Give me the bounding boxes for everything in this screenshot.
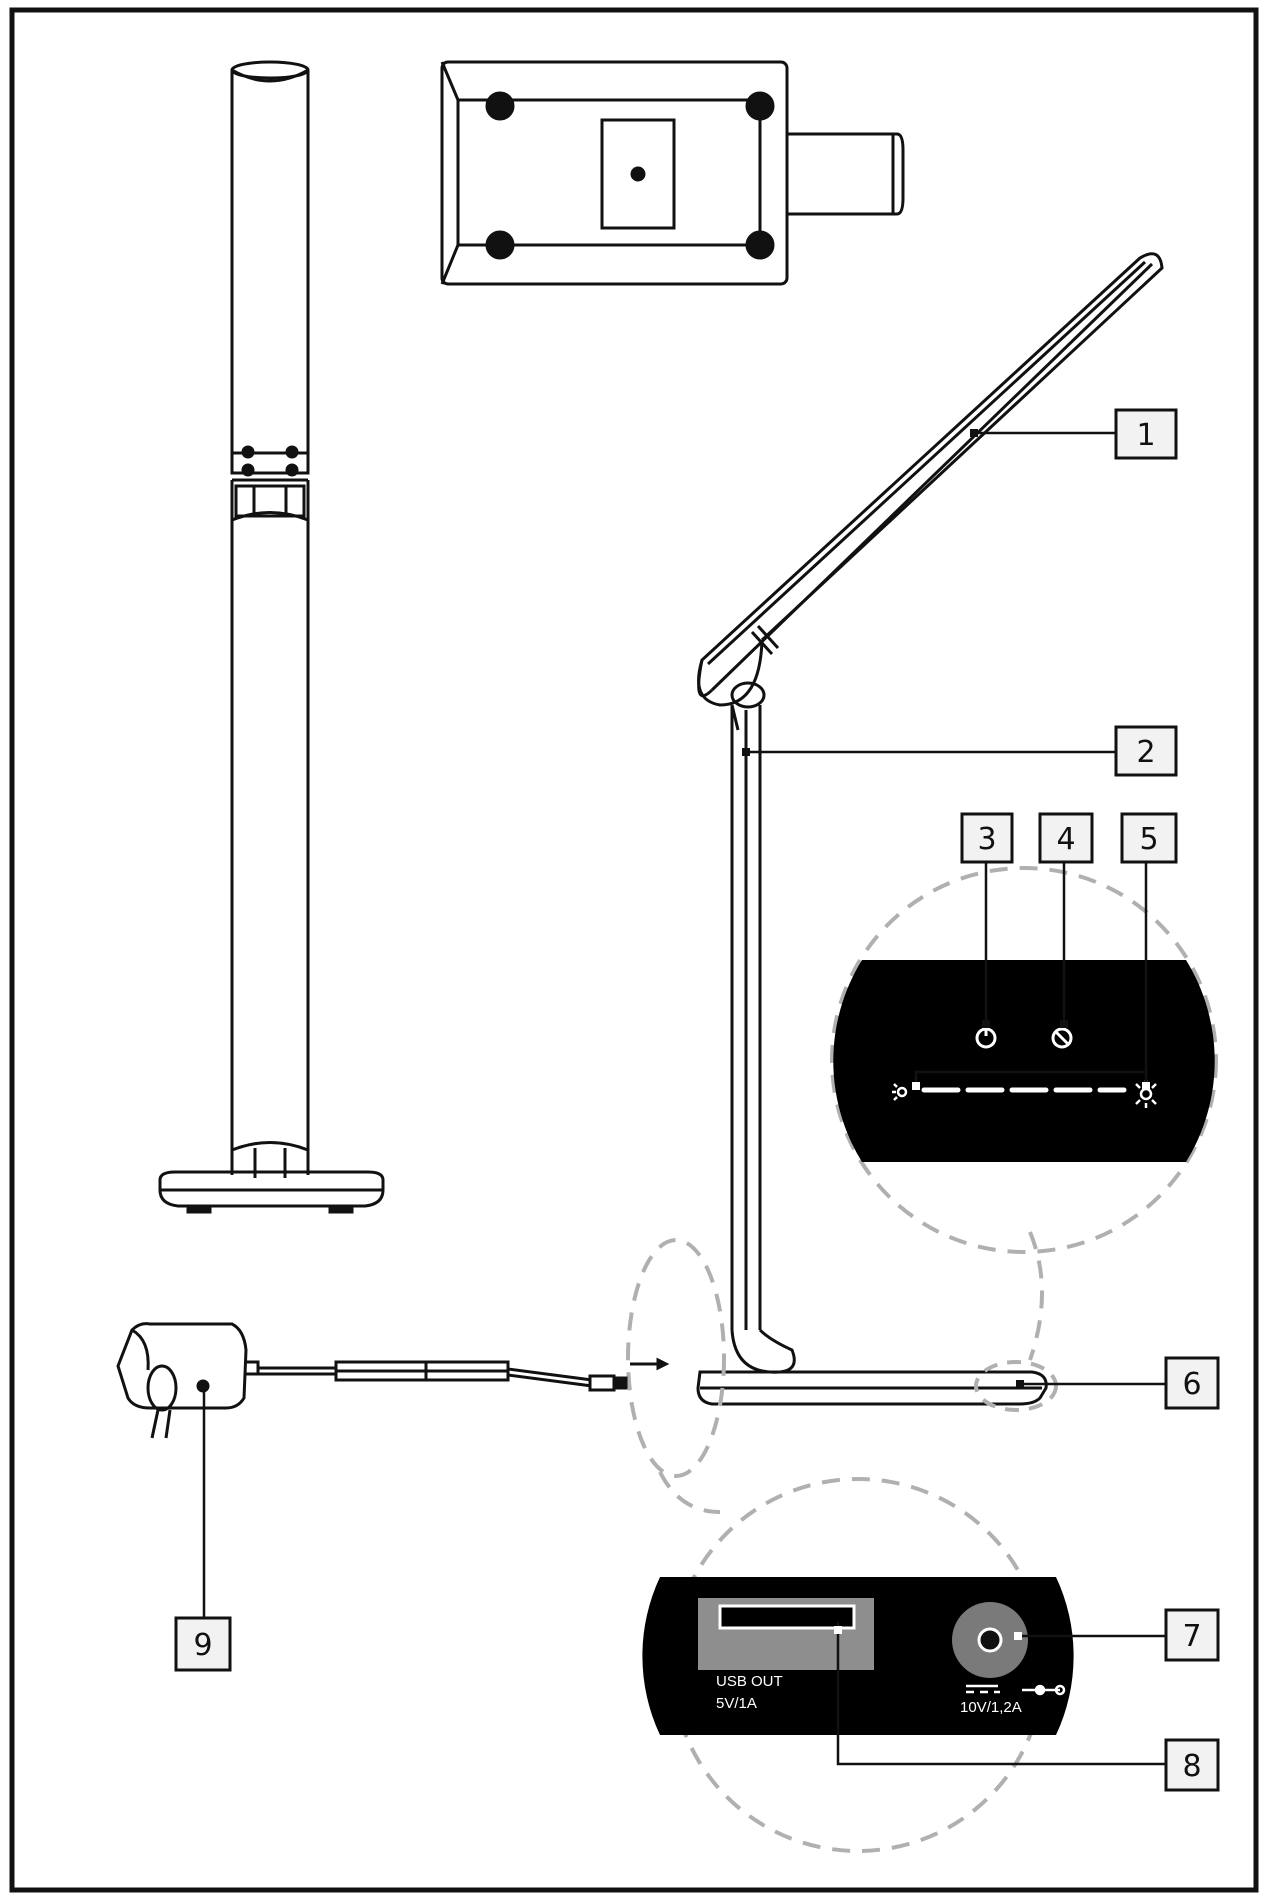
callout-3: 3 xyxy=(960,812,1014,864)
callout-4: 4 xyxy=(1038,812,1094,864)
svg-text:6: 6 xyxy=(1182,1367,1201,1402)
dc-polarity-icon xyxy=(966,1684,1066,1696)
zoom-link-lower xyxy=(658,1471,721,1514)
svg-text:4: 4 xyxy=(1056,822,1075,857)
usb-label-line1: USB OUT xyxy=(716,1673,783,1690)
callout-1: 1 xyxy=(1114,408,1178,460)
connector-zoom-circle xyxy=(626,1238,726,1478)
svg-text:9: 9 xyxy=(193,1628,212,1663)
svg-text:8: 8 xyxy=(1182,1749,1201,1784)
callout-8: 8 xyxy=(1164,1738,1220,1792)
lamp-side-view xyxy=(696,252,1164,1406)
callout-9: 9 xyxy=(174,1616,232,1672)
dc-jack-pin xyxy=(977,1627,1003,1653)
power-adapter xyxy=(116,1322,260,1439)
diagram-frame xyxy=(9,7,1259,1893)
base-zoom-circle xyxy=(974,1360,1058,1412)
usb-label-line2: 5V/1A xyxy=(716,1695,757,1712)
color-mode-icon xyxy=(1051,1027,1073,1049)
brightness-low-icon xyxy=(892,1083,908,1101)
svg-text:5: 5 xyxy=(1139,822,1158,857)
svg-text:3: 3 xyxy=(977,822,996,857)
power-cable xyxy=(258,1357,670,1392)
callout-5: 5 xyxy=(1120,812,1178,864)
svg-text:1: 1 xyxy=(1136,418,1155,453)
callout-2: 2 xyxy=(1114,725,1178,777)
touch-panel-detail xyxy=(830,866,1218,1254)
svg-text:2: 2 xyxy=(1136,735,1155,770)
leader-endpoints xyxy=(200,429,1150,1640)
dc-rating-label: 10V/1,2A xyxy=(960,1699,1022,1716)
usb-port-slot xyxy=(718,1604,856,1630)
zoom-link-upper xyxy=(1028,1231,1044,1361)
leader-lines xyxy=(202,431,1166,1766)
ports-detail: USB OUT 5V/1A 10V/1,2A xyxy=(642,1477,1074,1853)
callout-6: 6 xyxy=(1164,1356,1220,1410)
lamp-front-view xyxy=(158,60,385,1214)
base-bottom-view xyxy=(440,60,905,286)
svg-text:7: 7 xyxy=(1182,1619,1201,1654)
callout-7: 7 xyxy=(1164,1608,1220,1662)
